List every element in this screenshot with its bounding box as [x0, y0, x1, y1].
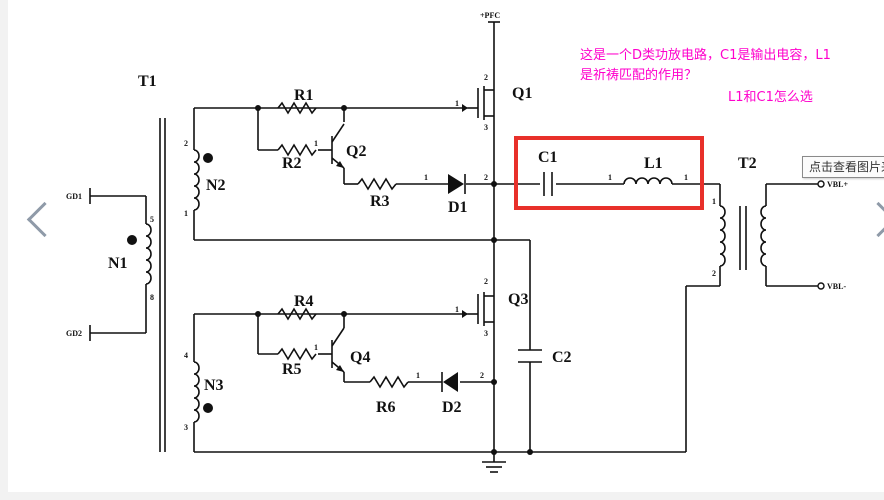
terminal-vbl-minus: VBL-	[827, 282, 846, 291]
pin-n2-2: 2	[184, 139, 188, 148]
junction-dot	[255, 311, 261, 317]
label-n3: N3	[204, 377, 224, 394]
label-c2: C2	[552, 349, 572, 366]
label-n1: N1	[108, 255, 128, 272]
bjt-q2	[331, 123, 345, 169]
image-panel	[8, 0, 884, 492]
resistor-r3	[357, 177, 397, 191]
pin-t2-1: 1	[712, 197, 716, 206]
winding-n1	[89, 188, 152, 341]
resistor-r2	[277, 143, 317, 157]
view-image-tooltip[interactable]: 点击查看图片来	[802, 156, 884, 178]
junction-dot	[491, 449, 497, 455]
pin-q2-1: 1	[314, 139, 318, 148]
mosfet-q3	[462, 292, 494, 326]
label-d2: D2	[442, 399, 462, 416]
label-c1: C1	[538, 149, 558, 166]
junction-dot	[527, 449, 533, 455]
ground-icon	[482, 461, 506, 473]
bjt-q4	[331, 327, 345, 373]
resistor-r6	[369, 375, 409, 389]
label-q1: Q1	[512, 85, 532, 102]
winding-n2	[193, 108, 213, 240]
label-r3: R3	[370, 193, 390, 210]
junction-dot	[341, 311, 347, 317]
terminal-vbl-plus: VBL+	[827, 180, 848, 189]
pin-l1-1a: 1	[608, 173, 612, 182]
pin-n3-3: 3	[184, 423, 188, 432]
label-l1: L1	[644, 155, 663, 172]
pin-d1-1: 1	[424, 173, 428, 182]
pin-n1-8: 8	[150, 293, 154, 302]
pin-n1-5: 5	[150, 215, 154, 224]
pin-q3-1: 1	[455, 305, 459, 314]
label-n2: N2	[206, 177, 226, 194]
terminal-gd1: GD1	[66, 192, 82, 201]
junction-dot	[491, 379, 497, 385]
pin-q1-2: 2	[484, 73, 488, 82]
label-r1: R1	[294, 87, 314, 104]
transformer-t1	[159, 118, 166, 452]
pin-q4-1: 1	[314, 343, 318, 352]
terminal-pfc: +PFC	[480, 11, 500, 20]
pin-t2-2: 2	[712, 269, 716, 278]
label-t2: T2	[738, 155, 757, 172]
label-d1: D1	[448, 199, 468, 216]
capacitor-c2	[518, 349, 542, 363]
diode-d1	[448, 174, 466, 194]
junction-dot	[341, 105, 347, 111]
junction-dot	[491, 237, 497, 243]
bottom-wiring	[194, 313, 494, 383]
pin-n3-4: 4	[184, 351, 188, 360]
label-q2: Q2	[346, 143, 366, 160]
pin-d2-2: 2	[480, 371, 484, 380]
junction-dot	[255, 105, 261, 111]
transformer-t2	[719, 180, 825, 290]
label-r6: R6	[376, 399, 396, 416]
pin-q1-1: 1	[455, 99, 459, 108]
question-line-2: 是祈祷匹配的作用？	[580, 68, 698, 83]
pin-l1-1b: 1	[684, 173, 688, 182]
dot-n3	[203, 403, 213, 413]
pin-q1-3: 3	[484, 123, 488, 132]
question-line-3: L1和C1怎么选	[728, 90, 813, 105]
resistor-r1	[277, 101, 317, 115]
resistor-r4	[277, 307, 317, 321]
label-q4: Q4	[350, 349, 370, 366]
label-t1: T1	[138, 73, 157, 90]
prev-image-button[interactable]	[20, 200, 63, 246]
top-wiring	[194, 22, 721, 462]
mosfet-q1	[462, 86, 494, 120]
pin-q3-3: 3	[484, 329, 488, 338]
junction-dot	[491, 181, 497, 187]
dot-n1	[127, 235, 137, 245]
pin-q3-2: 2	[484, 277, 488, 286]
label-r2: R2	[282, 155, 302, 172]
resistor-r5	[277, 347, 317, 361]
highlight-box	[514, 136, 704, 210]
question-line-1: 这是一个D类功放电路，C1是输出电容，L1	[580, 48, 831, 63]
pin-n2-1: 1	[184, 209, 188, 218]
dot-n2	[203, 153, 213, 163]
inductor-l1	[623, 177, 673, 185]
winding-n3	[193, 314, 213, 452]
next-image-button[interactable]	[860, 200, 884, 246]
pin-d1-2: 2	[484, 173, 488, 182]
capacitor-c1	[543, 172, 553, 196]
label-r5: R5	[282, 361, 302, 378]
diode-d2	[441, 372, 458, 392]
label-r4: R4	[294, 293, 314, 310]
label-q3: Q3	[508, 291, 528, 308]
terminal-gd2: GD2	[66, 329, 82, 338]
pin-d2-1: 1	[416, 371, 420, 380]
